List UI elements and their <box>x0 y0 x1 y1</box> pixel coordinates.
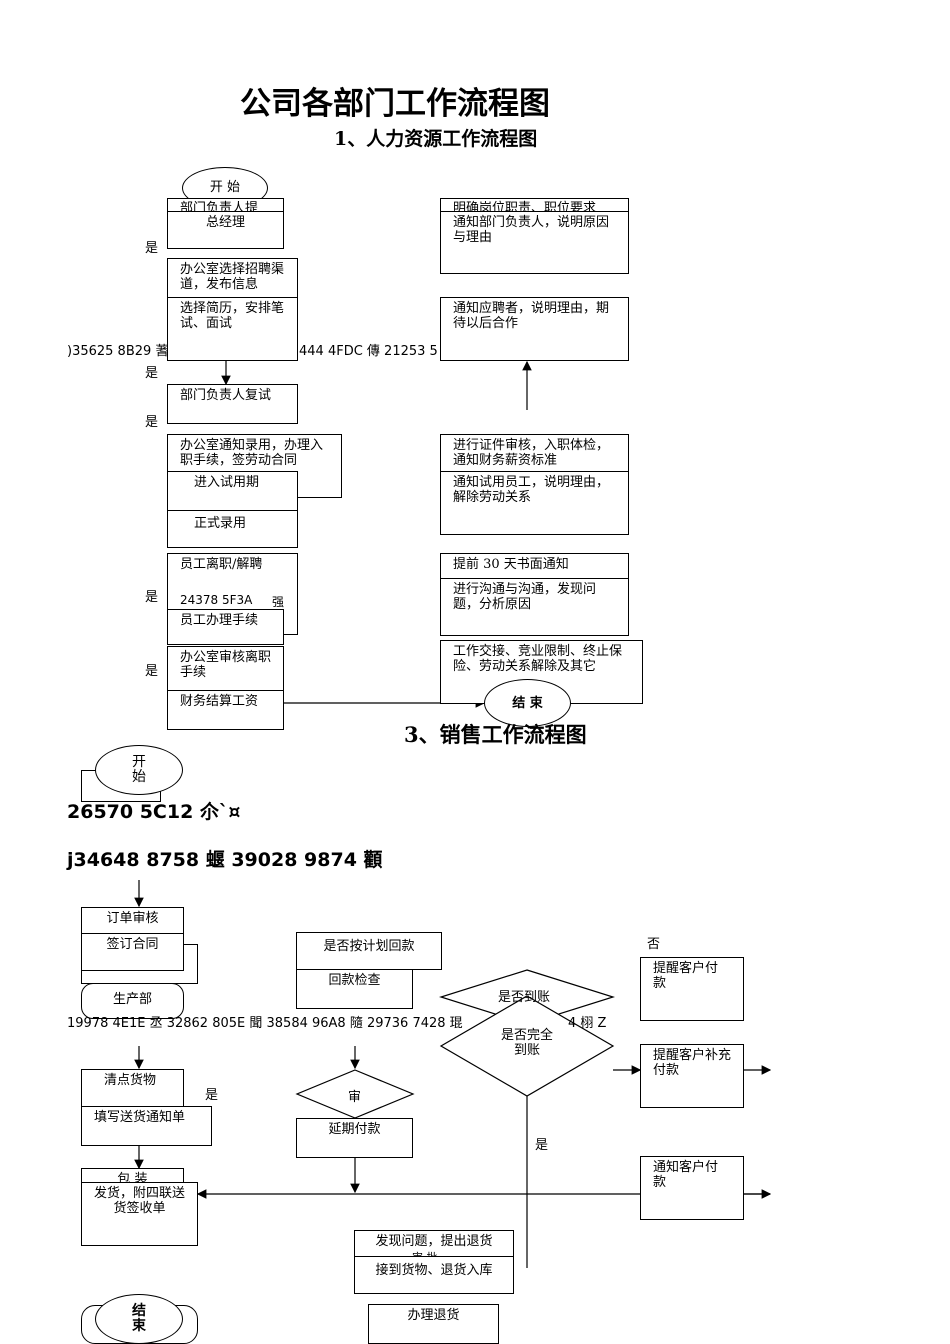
sales-payment-check-box: 回款检查 <box>296 969 413 1009</box>
sales-fill-notice-box: 填写送货通知单 <box>81 1106 212 1146</box>
sales-receive-return-box: 接到货物、退货入库 <box>354 1256 514 1294</box>
hr-notice30-box: 提前 30 天书面通知 <box>440 553 629 579</box>
sales-end-node: 结 束 <box>95 1294 183 1344</box>
hr-probation-box: 进入试用期 <box>167 471 298 511</box>
sales-plan-payment-box: 是否按计划回款 <box>296 932 442 970</box>
hr-garbled-inbox: 24378 5F3A <box>180 593 253 607</box>
hr-procedure-box: 员工办理手续 <box>167 609 284 645</box>
yes-label: 是 <box>145 590 159 605</box>
hr-notify-trial-box: 通知试用员工，说明理由，解除劳动关系 <box>440 471 629 535</box>
garbled-text-line: j34648 8758 蝘 39028 9874 顴 <box>67 849 383 871</box>
sales-audit-diamond-label: 审 <box>348 1090 362 1105</box>
hr-subtitle: 1、人力资源工作流程图 <box>334 128 538 150</box>
hr-handover-box: 工作交接、竞业限制、终止保险、劳动关系解除及其它 <box>440 640 643 704</box>
hr-end-node: 结 束 <box>484 679 571 727</box>
hr-notify-dept-box: 通知部门负责人，说明原因与理由 <box>440 211 629 274</box>
garbled-text-line: 26570 5C12 尒`¤ <box>67 801 241 823</box>
sales-ship-box: 发货，附四联送货签收单 <box>81 1182 198 1246</box>
hr-office-audit-box: 办公室审核离职手续 <box>167 646 284 692</box>
hr-dept-retest-box: 部门负责人复试 <box>167 384 298 424</box>
hr-notify-applicant-box: 通知应聘者，说明理由，期待以后合作 <box>440 297 629 361</box>
hr-formal-box: 正式录用 <box>167 510 298 548</box>
yes-label: 是 <box>145 415 159 430</box>
sales-notify-pay-box: 通知客户付 款 <box>640 1156 744 1220</box>
hr-garbled-inbox-b: 强 <box>272 595 285 609</box>
garbled-text-line: )35625 8B29 蓍 <box>67 344 169 359</box>
sales-remind-supplement-box: 提醒客户补充付款 <box>640 1044 744 1108</box>
hr-select-resume-box: 选择简历，安排笔试、面试 <box>167 297 298 361</box>
sales-sign-contract-box: 签订合同 <box>81 933 184 971</box>
garbled-text-line: 444 4FDC 傳 21253 5 <box>299 344 438 359</box>
yes-label: 是 <box>145 366 159 381</box>
sales-fully-arrived-label: 是否完全到账 <box>500 1028 553 1058</box>
sales-handle-return-box: 办理退货 <box>368 1304 499 1344</box>
sales-remind-pay-box: 提醒客户付 款 <box>640 957 744 1021</box>
sales-arrived-label: 是否到账 <box>498 990 551 1005</box>
hr-cert-check-box: 进行证件审核，入职体检，通知财务薪资标准 <box>440 434 629 474</box>
sales-count-goods-box: 清点货物 <box>81 1069 184 1109</box>
hr-communicate-box: 进行沟通与沟通，发现问题，分析原因 <box>440 578 629 636</box>
hr-office-recruit-box: 办公室选择招聘渠道，发布信息 <box>167 258 298 298</box>
page-title: 公司各部门工作流程图 <box>240 86 550 122</box>
garbled-text-line: 4 栩 Z <box>568 1016 607 1031</box>
yes-label: 是 <box>145 664 159 679</box>
sales-production-box: 生产部 <box>81 983 184 1019</box>
sales-start-node: 开 始 <box>95 745 183 795</box>
no-label: 否 <box>647 937 661 952</box>
sales-found-return-box: 发现问题，提出退货 <box>354 1230 514 1260</box>
yes-label: 是 <box>535 1138 549 1153</box>
yes-label: 是 <box>145 241 159 256</box>
yes-label: 是 <box>205 1088 219 1103</box>
sales-order-review-box: 订单审核 <box>81 907 184 935</box>
sales-delay-pay-box: 延期付款 <box>296 1118 413 1158</box>
hr-gm-box: 总经理 <box>167 211 284 249</box>
sales-subtitle: 3、销售工作流程图 <box>404 722 587 747</box>
hr-finance-box: 财务结算工资 <box>167 690 284 730</box>
garbled-text-line: 19978 4E1E 丞 32862 805E 聞 38584 96A8 隨 2… <box>67 1016 463 1031</box>
